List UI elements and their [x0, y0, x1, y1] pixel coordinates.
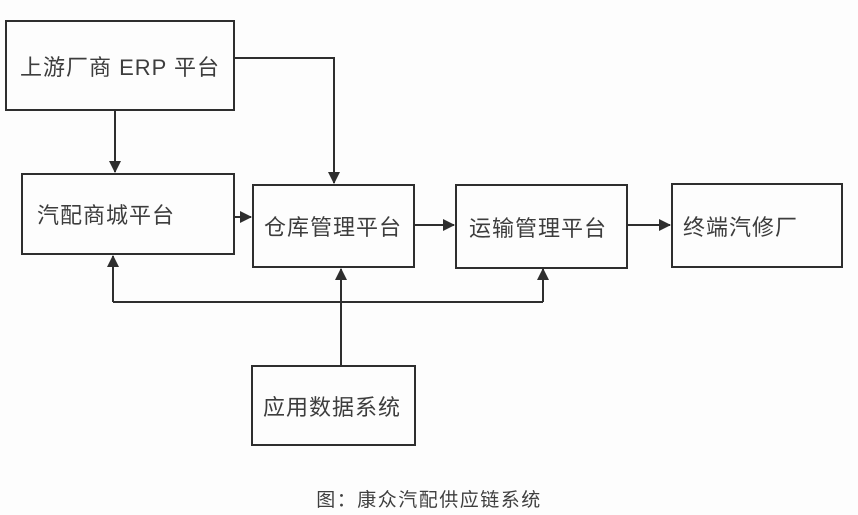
- node-terminal-repair-label: 终端汽修厂: [683, 214, 799, 240]
- node-transport-mgmt-label: 运输管理平台: [469, 215, 608, 241]
- node-app-data-label: 应用数据系统: [263, 394, 402, 420]
- node-parts-mall-label: 汽配商城平台: [37, 203, 176, 228]
- node-upstream-erp-label: 上游厂商 ERP 平台: [19, 54, 221, 80]
- figure-caption: 图：康众汽配供应链系统: [316, 490, 542, 511]
- node-warehouse-mgmt-label: 仓库管理平台: [264, 215, 403, 240]
- node-parts-mall: 汽配商城平台: [21, 173, 235, 255]
- node-upstream-erp: 上游厂商 ERP 平台: [5, 20, 235, 111]
- node-warehouse-mgmt: 仓库管理平台: [252, 184, 415, 268]
- edge-erp-to-warehouse-arrow: [235, 57, 340, 184]
- node-terminal-repair: 终端汽修厂: [671, 183, 843, 268]
- node-app-data: 应用数据系统: [251, 365, 416, 446]
- node-transport-mgmt: 运输管理平台: [455, 184, 628, 269]
